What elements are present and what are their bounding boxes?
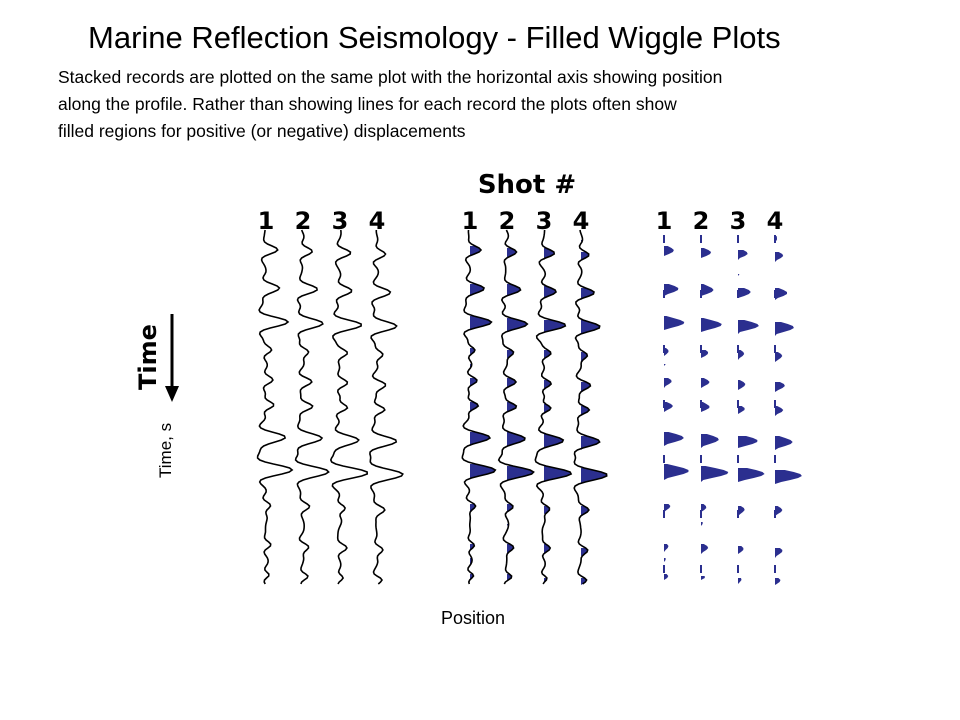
positive-fill — [664, 246, 689, 580]
wiggle-trace — [294, 229, 330, 585]
shot-number-label: 4 — [767, 207, 784, 235]
wiggle-trace — [534, 229, 573, 585]
positive-fill — [470, 246, 496, 580]
figure-heading: Shot # — [478, 170, 576, 200]
shot-number-label: 1 — [656, 207, 673, 235]
shot-number-label: 3 — [730, 207, 747, 235]
positive-fill — [738, 250, 765, 584]
x-axis-label: Position — [441, 608, 506, 628]
shot-number-label: 2 — [693, 207, 710, 235]
shot-number-label: 2 — [295, 207, 312, 235]
shot-number-label: 2 — [499, 207, 516, 235]
slide-description: Stacked records are plotted on the same … — [58, 64, 918, 145]
slide-title: Marine Reflection Seismology - Filled Wi… — [88, 20, 781, 55]
time-label: Time — [134, 324, 162, 390]
positive-fill — [544, 248, 572, 582]
positive-fill — [701, 248, 729, 580]
description-line: along the profile. Rather than showing l… — [58, 94, 677, 114]
shot-number-label: 3 — [332, 207, 349, 235]
y-axis-label: Time, s — [156, 422, 175, 478]
description-line: Stacked records are plotted on the same … — [58, 67, 723, 87]
shot-number-label: 3 — [536, 207, 553, 235]
shot-number-label: 4 — [573, 207, 590, 235]
shot-number-label: 1 — [258, 207, 275, 235]
wiggle-trace — [256, 229, 294, 585]
positive-fill — [775, 236, 802, 585]
wiggle-trace — [461, 229, 497, 585]
wiggle-trace — [497, 229, 535, 585]
positive-fill — [507, 248, 534, 580]
description-line: filled regions for positive (or negative… — [58, 121, 466, 141]
wiggle-trace — [329, 229, 369, 585]
wiggle-trace — [369, 230, 404, 585]
positive-fill — [581, 240, 607, 585]
shot-number-label: 1 — [462, 207, 479, 235]
wiggle-trace — [573, 229, 608, 585]
shot-number-label: 4 — [369, 207, 386, 235]
down-arrow-icon — [165, 314, 179, 402]
